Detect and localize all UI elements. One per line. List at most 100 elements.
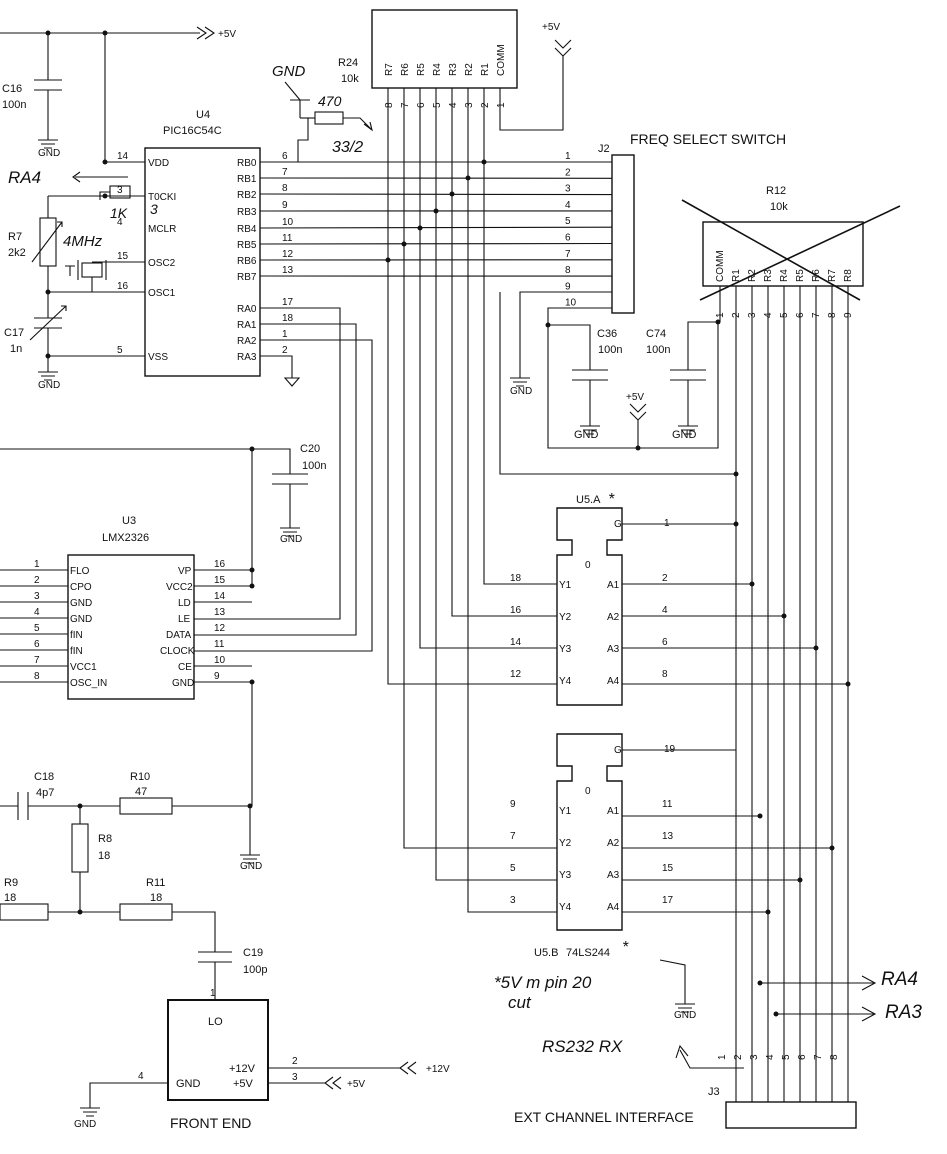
j2-pin-4: 4 — [565, 200, 571, 211]
c36-value: 100n — [598, 344, 622, 356]
u5b-ref: U5.B — [534, 947, 558, 959]
fe-v5-pin: 3 — [292, 1072, 298, 1083]
j3-title: EXT CHANNEL INTERFACE — [514, 1109, 694, 1125]
ra3-right-annotation: RA3 — [885, 1002, 922, 1023]
fe-v12-pin: 2 — [292, 1056, 298, 1067]
u4-pin-num-16: 16 — [117, 281, 129, 292]
c36-gnd-label: GND — [574, 429, 599, 441]
j2-supply: GND GND C36 100n GND C74 100n +5V — [510, 291, 721, 451]
c19-ref: C19 — [243, 947, 263, 959]
r11-ref: R11 — [146, 877, 165, 889]
u4-pin-name-5: VSS — [148, 352, 168, 363]
r1k-annotation: 1K — [110, 205, 128, 221]
j2-pin-8: 8 — [565, 265, 571, 276]
fe-v5-label: +5V — [233, 1078, 254, 1090]
ra4-annotation: RA4 — [8, 168, 41, 187]
u5a-pins-name-18: Y1 — [559, 580, 572, 591]
rs232-annotation: RS232 RX — [542, 1037, 623, 1056]
u4-pin-name-12: RB6 — [237, 256, 257, 267]
u3-pin-num-2: 2 — [34, 575, 40, 586]
u4-pin-num-1: 1 — [282, 329, 288, 340]
u3-pin-name-6: fIN — [70, 646, 83, 657]
u4-pin-num-15: 15 — [117, 251, 129, 262]
u5b-buffer: U5.B 74LS244 * G 0 19Y19Y27Y35Y43A111A21… — [510, 733, 676, 959]
j3-pin-8: 8 — [829, 1054, 840, 1060]
u4-pin-num-9: 9 — [282, 200, 288, 211]
c20-value: 100n — [302, 460, 326, 472]
u3-ref: U3 — [122, 515, 136, 527]
u5b-star: * — [622, 939, 629, 956]
j3-pin-6: 6 — [797, 1054, 808, 1060]
u4-pin-num-14: 14 — [117, 151, 129, 162]
u5a-pins-num-6: 6 — [662, 637, 668, 648]
u3-pin-name-2: CPO — [70, 582, 92, 593]
u5a-pins-num-2: 2 — [662, 573, 668, 584]
ra4-right-annotation: RA4 — [881, 969, 918, 990]
r9-value: 18 — [4, 892, 16, 904]
r24-num-4: 4 — [448, 102, 459, 108]
u3-pin-name-12: DATA — [166, 630, 192, 641]
u5b-pins-name-11: A1 — [607, 806, 620, 817]
r10-value: 47 — [135, 786, 147, 798]
u5b-pins-num-13: 13 — [662, 831, 674, 842]
u3-pin-num-7: 7 — [34, 655, 40, 666]
r10-ref: R10 — [130, 771, 150, 783]
osc-network: R7 2k2 4MHz GND C17 1n — [4, 193, 145, 391]
u3-pin-num-3: 3 — [34, 591, 40, 602]
u5a-pins-num-18: 18 — [510, 573, 522, 584]
u4-pin-name-15: OSC2 — [148, 258, 176, 269]
u5a-pins-name-4: A2 — [607, 612, 620, 623]
c36-ref: C36 — [597, 328, 617, 340]
u4-pin-num-5: 5 — [117, 345, 123, 356]
c20-gnd-label: GND — [280, 534, 302, 545]
r470-annotation: 470 — [318, 93, 342, 109]
u4-pin-num-10: 10 — [282, 217, 294, 228]
data-bus-wires — [259, 88, 851, 1102]
r9-ref: R9 — [4, 877, 18, 889]
r24-ref: R24 — [338, 57, 358, 69]
r24-pin-R7: R7 — [384, 63, 395, 76]
u3-pin-num-1: 1 — [34, 559, 40, 570]
fe-title: FRONT END — [170, 1115, 251, 1131]
r12-ref: R12 — [766, 185, 786, 197]
r12-pin-R4: R4 — [779, 269, 790, 282]
r12-pin-R5: R5 — [795, 269, 806, 282]
u3-pin-name-10: CE — [178, 662, 192, 673]
c74-gnd-label: GND — [672, 429, 697, 441]
r24-num-2: 2 — [480, 102, 491, 108]
u4-pin-name-18: RA1 — [237, 320, 257, 331]
j2-pin-5: 5 — [565, 216, 571, 227]
r12-pin-R2: R2 — [747, 269, 758, 282]
u4-pin-name-14: VDD — [148, 158, 169, 169]
u5b-pins-num-9: 9 — [510, 799, 516, 810]
note-cut: cut — [508, 993, 532, 1012]
r24-pin-R2: R2 — [464, 63, 475, 76]
u3-pin-name-4: GND — [70, 614, 92, 625]
fe-lo-pin: 1 — [210, 988, 216, 999]
r24-pin-R1: R1 — [480, 63, 491, 76]
u5b-pins-name-13: A2 — [607, 838, 620, 849]
r12-pin-R3: R3 — [763, 269, 774, 282]
u5a-pins-num-12: 12 — [510, 669, 522, 680]
j2-pin-1: 1 — [565, 151, 571, 162]
r24-pin-COMM: COMM — [496, 44, 507, 76]
j2-gnd-label: GND — [510, 386, 532, 397]
plus5v-cap-label: +5V — [626, 392, 644, 403]
pic-lmx-bus — [194, 307, 373, 652]
u5b-part: 74LS244 — [566, 947, 610, 959]
u4-pin-name-7: RB1 — [237, 174, 257, 185]
u5b-pins-num-3: 3 — [510, 895, 516, 906]
u5b-pins-name-17: A4 — [607, 902, 620, 913]
u5a-pins-name-16: Y2 — [559, 612, 572, 623]
u4-pin-num-4: 4 — [117, 217, 123, 228]
c19-value: 100p — [243, 964, 267, 976]
r24-value: 10k — [341, 73, 359, 85]
u5a-pins-name-8: A4 — [607, 676, 620, 687]
